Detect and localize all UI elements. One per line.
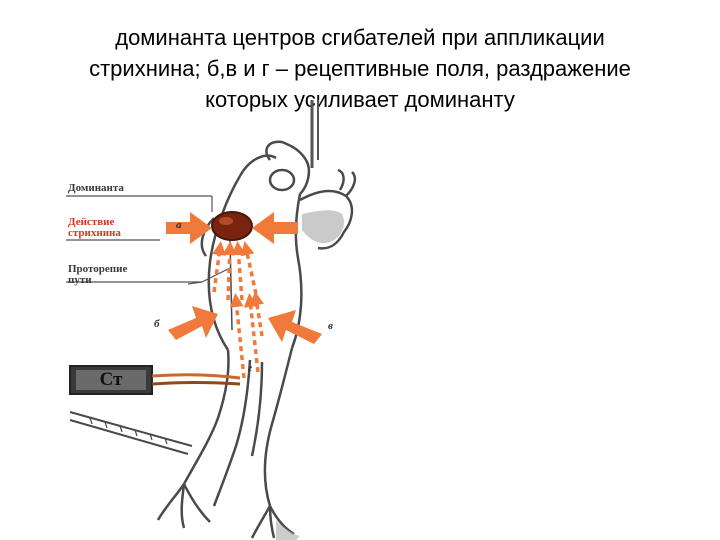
label-dominanta: Доминанта — [68, 182, 124, 194]
slide-title: доминанта центров сгибателей при апплика… — [40, 22, 680, 115]
letter-g: г — [248, 362, 253, 374]
arrow-b — [168, 306, 218, 340]
strychnine-arrow-right — [252, 212, 298, 244]
strychnine-arrows — [166, 212, 298, 244]
title-line-3: которых усиливает доминанту — [205, 87, 515, 112]
leader-lines — [66, 195, 231, 285]
label-pathways-line2: пути — [68, 274, 92, 286]
label-action-line2: стрихнина — [68, 227, 121, 239]
letter-a: а — [176, 219, 182, 231]
strychnine-arrow-left — [166, 212, 212, 244]
dominant-focus — [211, 211, 253, 241]
support-rod — [69, 411, 193, 455]
arrow-v — [268, 310, 322, 344]
label-action-line1: Действие — [68, 216, 115, 228]
leg-shading — [276, 520, 300, 540]
letter-b: б — [154, 318, 160, 330]
title-line-2: стрихнина; б,в и г – рецептивные поля, р… — [89, 56, 631, 81]
stimulator-label: Ст — [99, 369, 123, 390]
dominant-highlight — [219, 217, 233, 225]
arm-shading — [302, 210, 345, 244]
title-line-1: доминанта центров сгибателей при апплика… — [115, 25, 605, 50]
frog-outline — [156, 140, 357, 539]
frog-eye — [268, 168, 296, 192]
support-rod-hatch — [89, 417, 168, 445]
letter-v: в — [328, 320, 333, 332]
stimulator-face — [76, 370, 146, 390]
pathway-arrows — [212, 241, 265, 379]
label-pathways-line1: Проторепие — [68, 263, 128, 275]
stimulator-wires — [151, 373, 241, 386]
receptive-field-arrows — [168, 306, 322, 344]
